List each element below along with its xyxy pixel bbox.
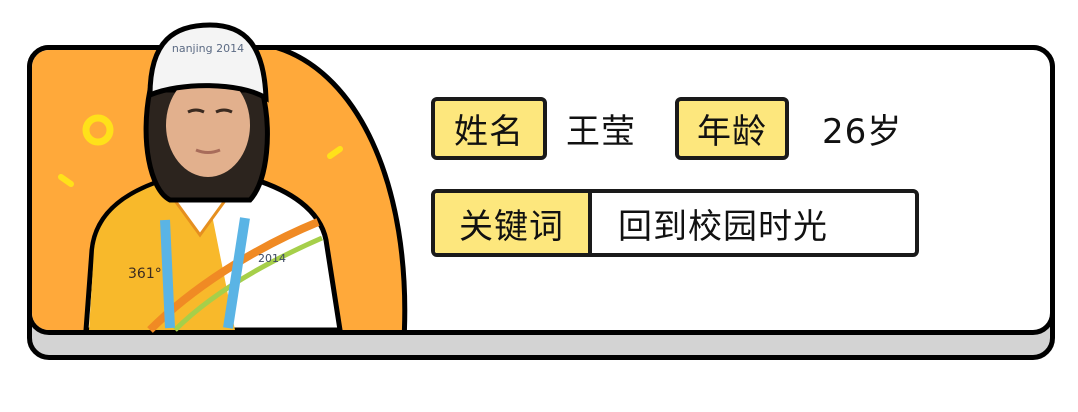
name-value: 王莹 <box>566 112 636 152</box>
keyword-box: 关键词 回到校园时光 <box>431 189 919 257</box>
keyword-value: 回到校园时光 <box>618 206 828 247</box>
age-value: 26岁 <box>822 112 903 152</box>
name-label: 姓名 <box>454 112 524 152</box>
keyword-label: 关键词 <box>435 193 592 253</box>
age-label: 年龄 <box>697 112 767 152</box>
ring-decoration-icon <box>82 114 114 146</box>
age-label-chip: 年龄 <box>675 97 789 160</box>
dash-decoration-icon <box>58 146 343 187</box>
name-label-chip: 姓名 <box>431 97 547 160</box>
